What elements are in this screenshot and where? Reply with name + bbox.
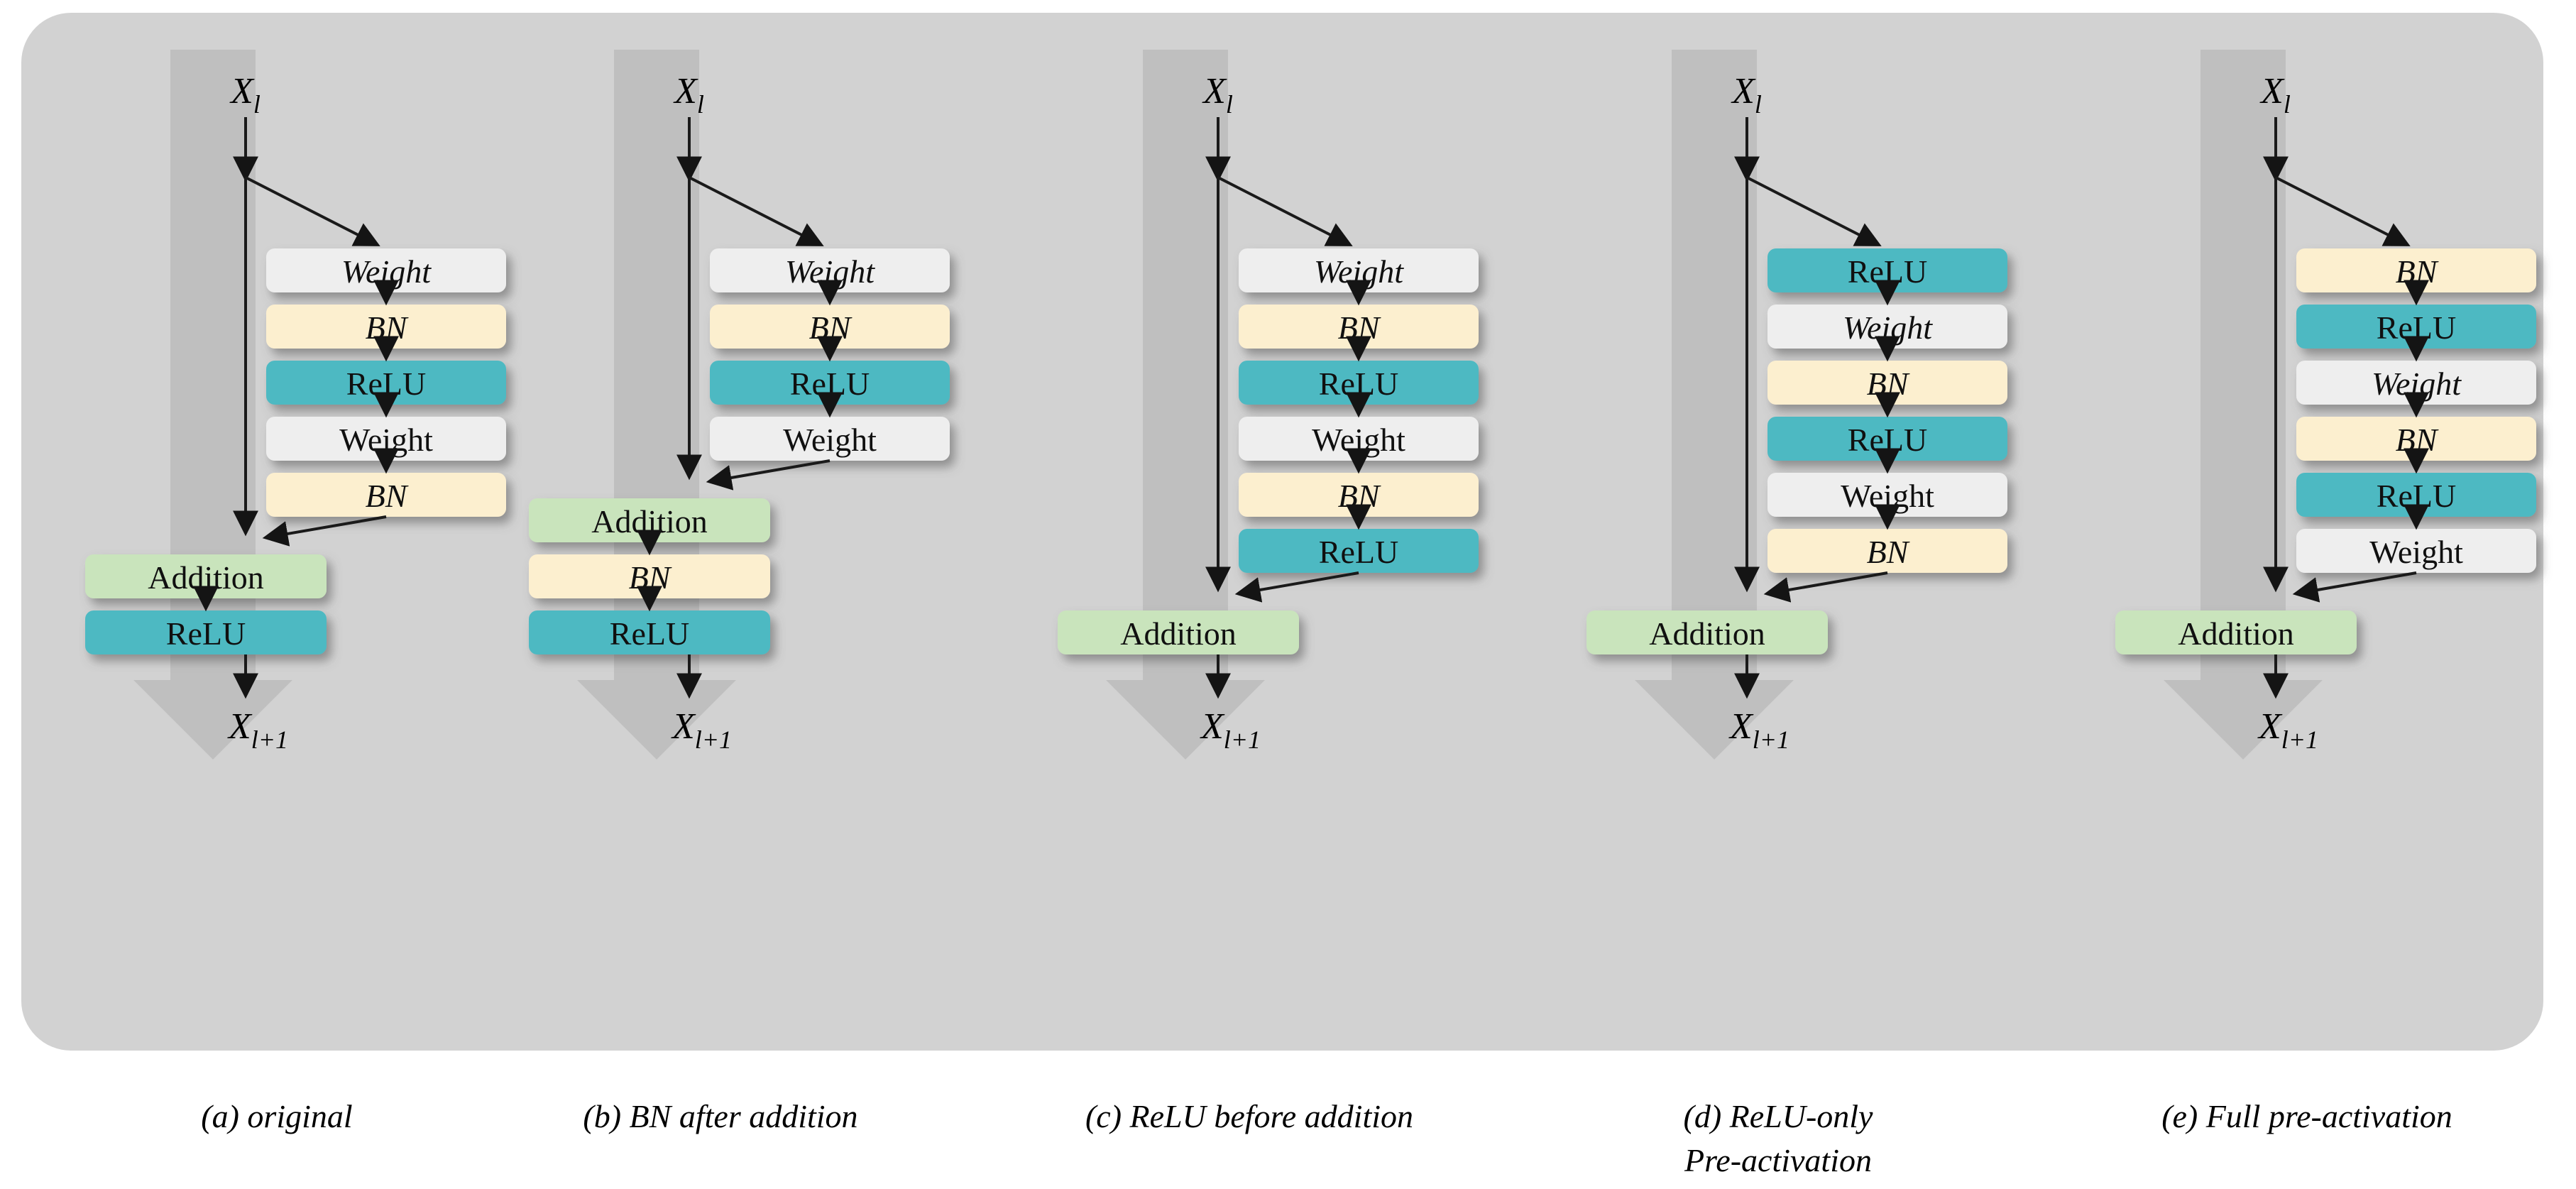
block-label: ReLU: [1319, 534, 1398, 570]
column-caption-d-line1: Pre-activation: [1684, 1142, 1872, 1178]
block-weight-e-5[interactable]: [2296, 529, 2536, 573]
block-relu-a-2[interactable]: [266, 361, 506, 405]
block-label: ReLU: [1848, 422, 1927, 458]
block-relu-d-0[interactable]: [1767, 248, 2007, 292]
block-label: BN: [1867, 534, 1910, 570]
branch-entry-arrow: [2275, 176, 2411, 246]
branch-entry-arrow: [1746, 176, 1882, 246]
branch-merge-arrow: [1763, 571, 1888, 603]
block-label: ReLU: [346, 366, 426, 402]
block-label: Weight: [1312, 422, 1405, 458]
column-caption-a: (a) original: [201, 1098, 352, 1134]
column-caption-c: (c) ReLU before addition: [1085, 1098, 1413, 1134]
block-bn-b-1[interactable]: [710, 305, 950, 349]
block-bn-e-3[interactable]: [2296, 417, 2536, 461]
block-addition-c-trunk0[interactable]: [1058, 610, 1299, 654]
block-label: ReLU: [1319, 366, 1398, 402]
branch-entry-arrow: [245, 176, 380, 246]
block-bn-c-1[interactable]: [1239, 305, 1479, 349]
block-label: Weight: [2372, 366, 2462, 402]
block-label: BN: [2396, 253, 2439, 290]
block-weight-b-3[interactable]: [710, 417, 950, 461]
block-label: ReLU: [790, 366, 870, 402]
block-label: BN: [366, 309, 409, 346]
block-label: ReLU: [1848, 253, 1927, 290]
block-weight-c-3[interactable]: [1239, 417, 1479, 461]
block-label: Weight: [1314, 253, 1404, 290]
block-relu-e-4[interactable]: [2296, 473, 2536, 517]
branch-entry-arrow: [689, 176, 824, 246]
block-addition-a-trunk0[interactable]: [85, 554, 327, 598]
block-label: Addition: [1120, 615, 1237, 652]
branch-merge-arrow: [262, 515, 387, 547]
block-relu-c-2[interactable]: [1239, 361, 1479, 405]
block-weight-d-4[interactable]: [1767, 473, 2007, 517]
block-label: Addition: [2178, 615, 2294, 652]
block-relu-b-2[interactable]: [710, 361, 950, 405]
column-caption-d-line0: (d) ReLU-only: [1684, 1098, 1874, 1134]
block-bn-a-1[interactable]: [266, 305, 506, 349]
block-label: Weight: [2369, 534, 2463, 570]
block-relu-e-1[interactable]: [2296, 305, 2536, 349]
block-label: BN: [2396, 422, 2439, 458]
block-relu-b-trunk2[interactable]: [529, 610, 770, 654]
block-weight-c-0[interactable]: [1239, 248, 1479, 292]
branch-merge-arrow: [706, 459, 831, 491]
block-bn-c-4[interactable]: [1239, 473, 1479, 517]
input-tensor-label: Xl: [673, 71, 704, 119]
block-label: BN: [809, 309, 853, 346]
block-label: ReLU: [2377, 478, 2456, 514]
block-addition-b-trunk0[interactable]: [529, 498, 770, 542]
block-relu-c-5[interactable]: [1239, 529, 1479, 573]
block-label: Weight: [1843, 309, 1933, 346]
block-label: BN: [1338, 478, 1381, 514]
block-label: Weight: [785, 253, 875, 290]
block-weight-d-1[interactable]: [1767, 305, 2007, 349]
branch-merge-arrow: [2292, 571, 2417, 603]
block-weight-e-2[interactable]: [2296, 361, 2536, 405]
column-caption-e: (e) Full pre-activation: [2161, 1098, 2452, 1134]
block-weight-b-0[interactable]: [710, 248, 950, 292]
block-label: BN: [366, 478, 409, 514]
block-label: Weight: [341, 253, 432, 290]
block-label: ReLU: [166, 615, 246, 652]
block-label: BN: [1338, 309, 1381, 346]
branch-merge-arrow: [1234, 571, 1359, 603]
block-bn-b-trunk1[interactable]: [529, 554, 770, 598]
block-label: Weight: [783, 422, 877, 458]
block-addition-d-trunk0[interactable]: [1586, 610, 1828, 654]
column-caption-b: (b) BN after addition: [583, 1098, 857, 1134]
block-label: Addition: [148, 559, 264, 596]
block-label: BN: [1867, 366, 1910, 402]
block-label: Weight: [339, 422, 433, 458]
block-label: BN: [629, 559, 672, 596]
block-label: ReLU: [610, 615, 689, 652]
block-label: ReLU: [2377, 309, 2456, 346]
block-label: Addition: [591, 503, 708, 539]
branch-entry-arrow: [1217, 176, 1353, 246]
block-label: Addition: [1649, 615, 1765, 652]
block-weight-a-3[interactable]: [266, 417, 506, 461]
block-bn-d-5[interactable]: [1767, 529, 2007, 573]
block-bn-d-2[interactable]: [1767, 361, 2007, 405]
block-weight-a-0[interactable]: [266, 248, 506, 292]
block-label: Weight: [1841, 478, 1934, 514]
block-addition-e-trunk0[interactable]: [2115, 610, 2357, 654]
block-relu-a-trunk1[interactable]: [85, 610, 327, 654]
block-bn-e-0[interactable]: [2296, 248, 2536, 292]
block-relu-d-3[interactable]: [1767, 417, 2007, 461]
block-bn-a-4[interactable]: [266, 473, 506, 517]
